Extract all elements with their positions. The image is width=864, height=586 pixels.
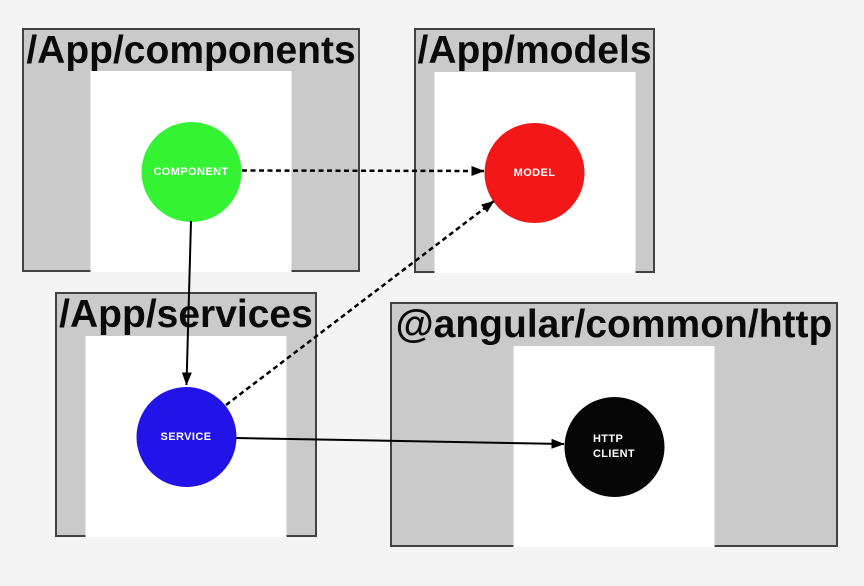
cluster-app-models: /App/models MODEL (414, 28, 655, 273)
cluster-title-app-services: /App/services (59, 293, 313, 336)
node-http-client-label-line1: HTTP (592, 432, 624, 445)
node-background-service: SERVICE (85, 336, 287, 537)
node-background-http-client: HTTP CLIENT (513, 346, 715, 547)
cluster-title-angular-common-http: @angular/common/http (395, 303, 833, 346)
node-model: MODEL (484, 122, 585, 223)
cluster-title-app-models: /App/models (417, 29, 652, 72)
node-service: SERVICE (136, 386, 236, 487)
node-http-client: HTTP CLIENT (564, 396, 664, 497)
node-component-label: COMPONENT (153, 165, 229, 178)
cluster-app-components: /App/components COMPONENT (22, 28, 360, 272)
node-component: COMPONENT (141, 121, 241, 222)
cluster-title-app-components: /App/components (26, 29, 356, 72)
node-http-client-label-line2: CLIENT (592, 447, 636, 460)
cluster-app-services: /App/services SERVICE (55, 292, 317, 537)
cluster-angular-common-http: @angular/common/http HTTP CLIENT (390, 302, 838, 547)
node-service-label: SERVICE (160, 430, 212, 443)
node-model-label: MODEL (513, 166, 556, 179)
node-http-client-label: HTTP CLIENT (593, 432, 635, 462)
node-background-component: COMPONENT (90, 71, 292, 272)
node-background-model: MODEL (434, 72, 635, 273)
